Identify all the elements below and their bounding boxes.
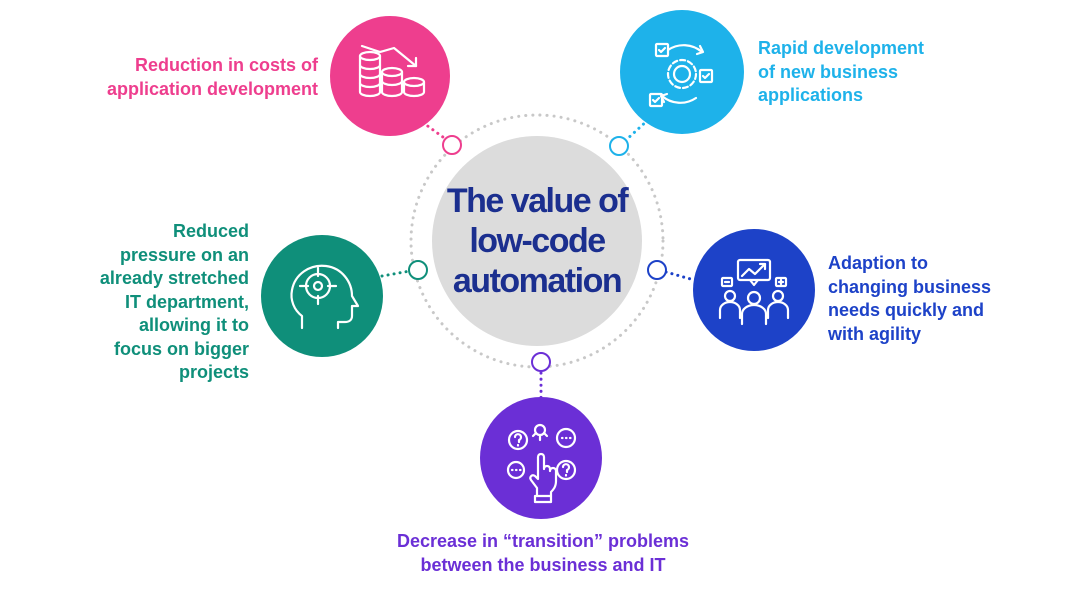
pressure-circle xyxy=(261,235,383,357)
pressure-label-line: IT department, xyxy=(124,291,249,312)
cost-anchor xyxy=(442,135,462,155)
cost-label-line: application development xyxy=(106,78,318,99)
adapt-label-line: needs quickly and xyxy=(828,300,985,320)
coins-trend-down-icon xyxy=(358,44,426,98)
pressure-label-line: focus on bigger xyxy=(114,338,249,359)
center-title-line-2: low-code xyxy=(469,222,605,260)
pressure-connector xyxy=(380,269,412,278)
head-target-icon xyxy=(290,264,360,330)
adapt-connector xyxy=(664,270,696,282)
pressure-label-line: projects xyxy=(178,362,249,382)
rapid-connector xyxy=(624,118,650,142)
team-chart-icon xyxy=(718,258,790,326)
transition-circle xyxy=(480,397,602,519)
pressure-label-line: pressure on an xyxy=(119,244,249,265)
rapid-anchor xyxy=(609,136,629,156)
cost-benefit-label: Reduction in costs of application develo… xyxy=(107,54,318,101)
transition-anchor xyxy=(531,352,551,372)
adapt-label-line: with agility xyxy=(828,323,922,344)
rapid-benefit-label: Rapid development of new business applic… xyxy=(758,37,924,108)
gear-cycle-checklist-icon xyxy=(648,42,714,108)
transition-label-line: Decrease in “transition” problems xyxy=(396,531,690,551)
cost-label-line: Reduction in costs of xyxy=(134,55,318,75)
center-title-line-3: automation xyxy=(453,262,621,300)
pressure-label-line: Reduced xyxy=(172,221,249,241)
rapid-circle xyxy=(620,10,744,134)
adapt-label-line: Adaption to xyxy=(828,253,928,273)
adapt-label-line: changing business xyxy=(828,276,992,297)
transition-benefit-label: Decrease in “transition” problems betwee… xyxy=(0,530,1086,577)
hand-questions-icon xyxy=(506,423,577,504)
center-title-line-1: The value of xyxy=(447,182,630,220)
pressure-label-line: already stretched xyxy=(99,268,249,288)
adapt-anchor xyxy=(647,260,667,280)
adapt-benefit-label: Adaption to changing business needs quic… xyxy=(828,252,991,346)
pressure-anchor xyxy=(408,260,428,280)
pressure-benefit-label: Reduced pressure on an already stretched… xyxy=(100,220,249,385)
rapid-label-line: Rapid development xyxy=(758,38,925,58)
adapt-circle xyxy=(693,229,815,351)
rapid-label-line: of new business xyxy=(758,61,899,82)
pressure-label-line: allowing it to xyxy=(139,315,249,335)
rapid-label-line: applications xyxy=(758,85,864,105)
center-circle xyxy=(432,136,642,346)
transition-label-line: between the business and IT xyxy=(420,554,666,575)
